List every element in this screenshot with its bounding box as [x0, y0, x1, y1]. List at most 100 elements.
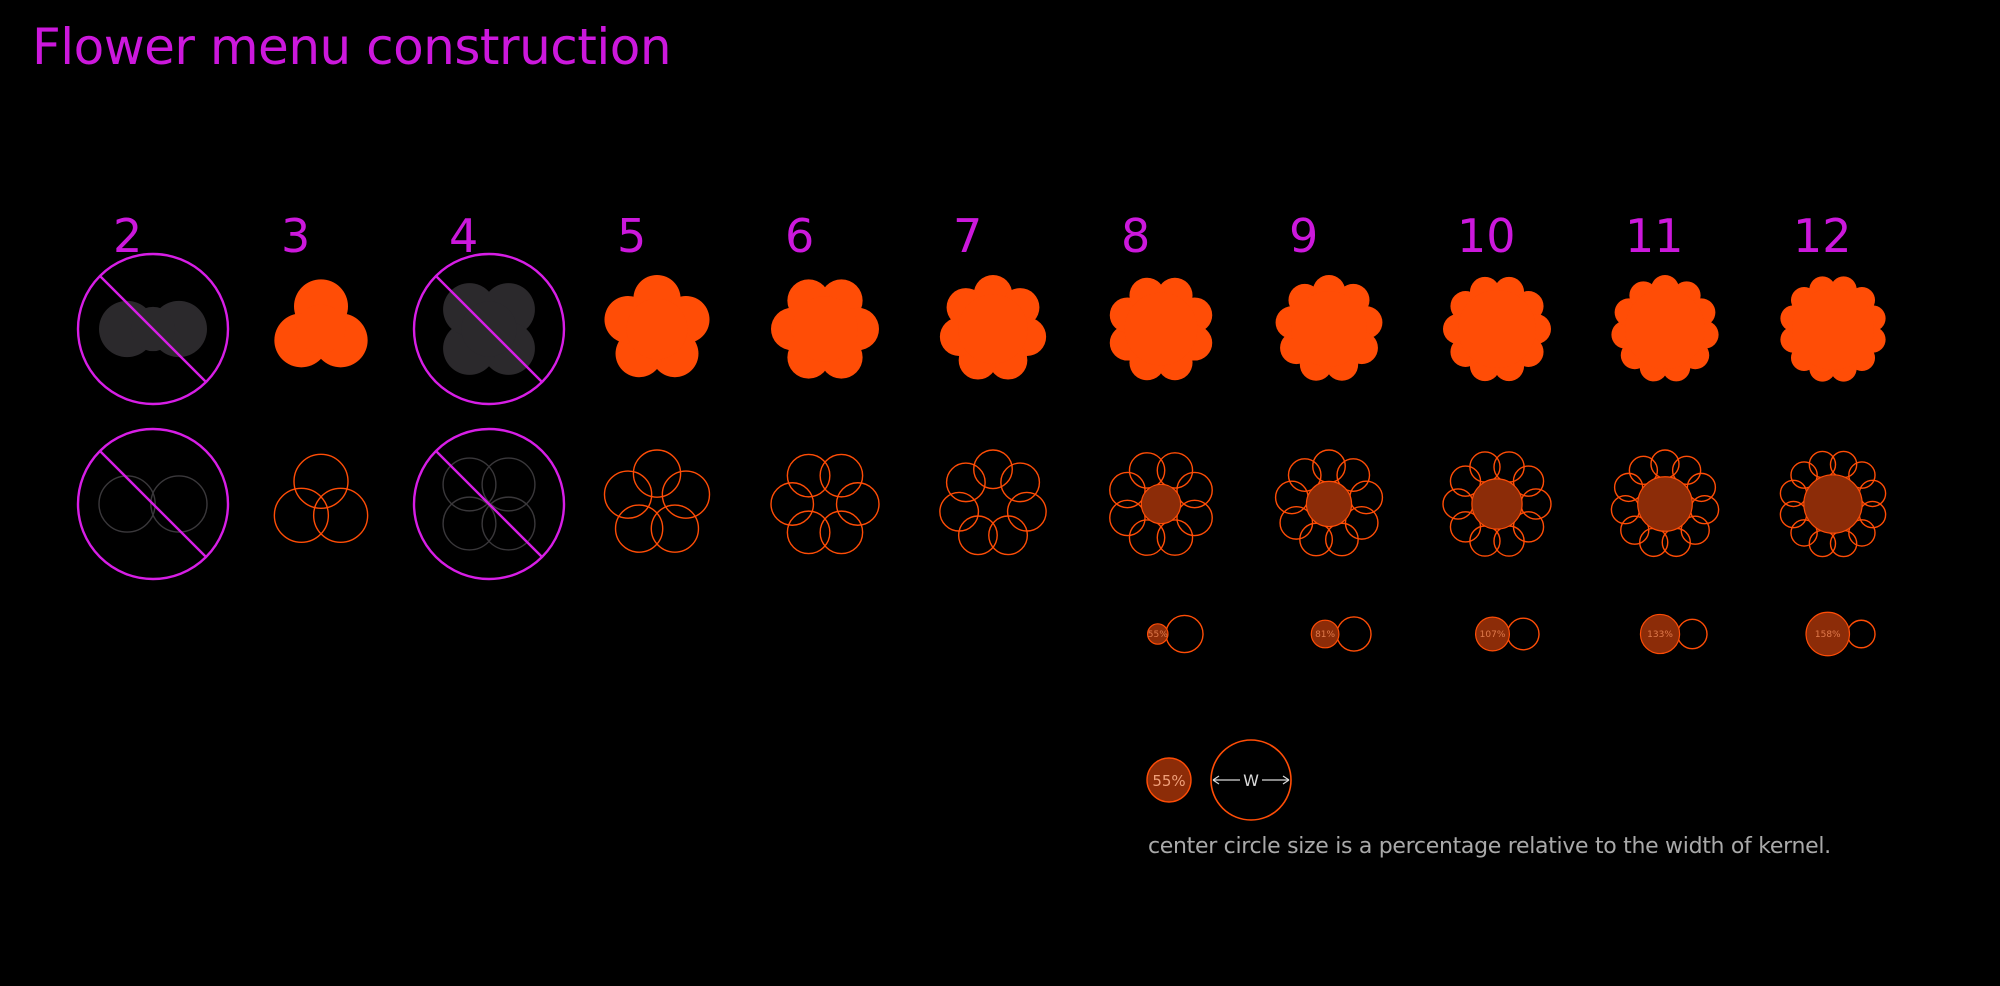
center-percent-label: 81% — [1315, 630, 1335, 640]
petal-outline — [312, 487, 369, 544]
forbidden-circle — [412, 252, 566, 406]
center-comparison-9 — [1310, 616, 1372, 652]
width-arrowhead-left — [1212, 775, 1220, 785]
petal-outline — [770, 482, 815, 526]
petal-outline — [1469, 525, 1501, 557]
center-circle — [1805, 611, 1851, 657]
flower-filled-5 — [604, 275, 710, 378]
legend-kernel-circle — [1210, 739, 1292, 821]
flower-outline-10 — [1442, 451, 1552, 557]
petal-outline — [442, 496, 497, 551]
petal-outline — [603, 470, 653, 519]
legend-center-label: 55% — [1152, 772, 1185, 790]
petal-outline — [1299, 522, 1334, 557]
petal-outline — [150, 475, 208, 533]
petal-outline — [1128, 519, 1166, 556]
petal-outline — [1000, 462, 1041, 503]
petal-outline — [1156, 452, 1194, 489]
petal-outline — [1808, 450, 1837, 479]
petal-outline — [442, 457, 497, 512]
petal-outline — [1779, 500, 1808, 529]
petal-outline — [1829, 529, 1858, 558]
flower-filled-3 — [274, 279, 368, 368]
kernel-circle — [1846, 619, 1876, 649]
center-size-caption: center circle size is a percentage relat… — [1148, 834, 1831, 859]
page-title: Flower menu construction — [32, 18, 672, 76]
petal-outline — [1848, 461, 1876, 489]
flower-outline-4 — [442, 457, 536, 551]
petal-outline — [1858, 479, 1887, 508]
petal-outline — [632, 449, 682, 498]
flower-core — [1792, 288, 1874, 370]
center-percent-label: 133% — [1647, 630, 1673, 640]
center-circle — [1475, 616, 1511, 652]
petal-outline — [1858, 500, 1887, 529]
flower-outline-7 — [939, 449, 1047, 556]
center-circle — [1803, 474, 1863, 534]
flower-filled-9 — [1275, 275, 1383, 381]
column-label-3: 3 — [281, 209, 310, 263]
petal-outline — [1176, 471, 1213, 509]
petal-outline — [786, 510, 831, 555]
center-circle — [1140, 483, 1182, 525]
forbidden-icon — [76, 252, 230, 406]
petal-outline — [293, 453, 349, 510]
column-label-6: 6 — [785, 209, 814, 263]
column-label-4: 4 — [449, 209, 478, 263]
flower-outline-3 — [273, 453, 369, 544]
petal-outline — [481, 496, 536, 551]
column-label-10: 10 — [1457, 209, 1516, 263]
petal-outline — [1680, 515, 1710, 545]
column-label-7: 7 — [953, 209, 982, 263]
kernel-circle — [1506, 617, 1540, 651]
petal-outline — [1829, 450, 1858, 479]
petal-outline — [1449, 511, 1482, 543]
petal-outline — [973, 449, 1013, 490]
legend-width-label: W — [1243, 771, 1259, 790]
column-label-12: 12 — [1793, 209, 1852, 263]
flower-core — [626, 298, 688, 360]
petal-outline — [1109, 499, 1146, 537]
flower-core — [792, 296, 858, 362]
petal-outline — [1128, 452, 1166, 489]
kernel-circle — [1336, 616, 1372, 652]
petal-outline — [1274, 480, 1309, 515]
flower-core — [296, 304, 346, 354]
petal-outline — [1493, 525, 1525, 557]
legend-center-circle — [1146, 757, 1192, 803]
column-label-11: 11 — [1625, 209, 1684, 263]
flower-outline-5 — [603, 449, 711, 553]
flower-core — [1291, 291, 1367, 367]
forbidden-circle — [76, 427, 230, 581]
petal-outline — [1790, 519, 1818, 547]
forbidden-slash — [435, 275, 543, 383]
petal-outline — [1639, 527, 1669, 558]
center-percent-label: 55% — [1148, 630, 1168, 640]
petal-outline — [1324, 522, 1359, 557]
center-circle — [1639, 613, 1681, 655]
flower-filled-10 — [1443, 276, 1551, 382]
petal-outline — [273, 487, 330, 544]
petal-outline — [1790, 461, 1818, 489]
petal-outline — [1493, 451, 1525, 483]
width-arrowhead-right — [1282, 775, 1290, 785]
flower-core — [1124, 292, 1198, 366]
center-percent-label: 158% — [1815, 630, 1841, 640]
kernel-circle — [1676, 618, 1708, 650]
petal-outline — [1628, 455, 1659, 486]
center-comparison-8 — [1146, 614, 1204, 654]
petal-outline — [1287, 458, 1322, 493]
forbidden-circle — [76, 252, 230, 406]
petal-outline — [1808, 529, 1837, 558]
petal-outline — [1336, 458, 1371, 493]
petal-outline — [1176, 499, 1213, 537]
petal-outline — [957, 515, 998, 556]
petal-outline — [819, 510, 864, 555]
flower-outline-12 — [1779, 450, 1887, 558]
petal-outline — [1671, 455, 1702, 486]
petal-outline — [1512, 465, 1545, 497]
petal-outline — [939, 491, 980, 532]
center-circle — [1637, 476, 1693, 532]
center-percent-label: 107% — [1480, 630, 1506, 640]
